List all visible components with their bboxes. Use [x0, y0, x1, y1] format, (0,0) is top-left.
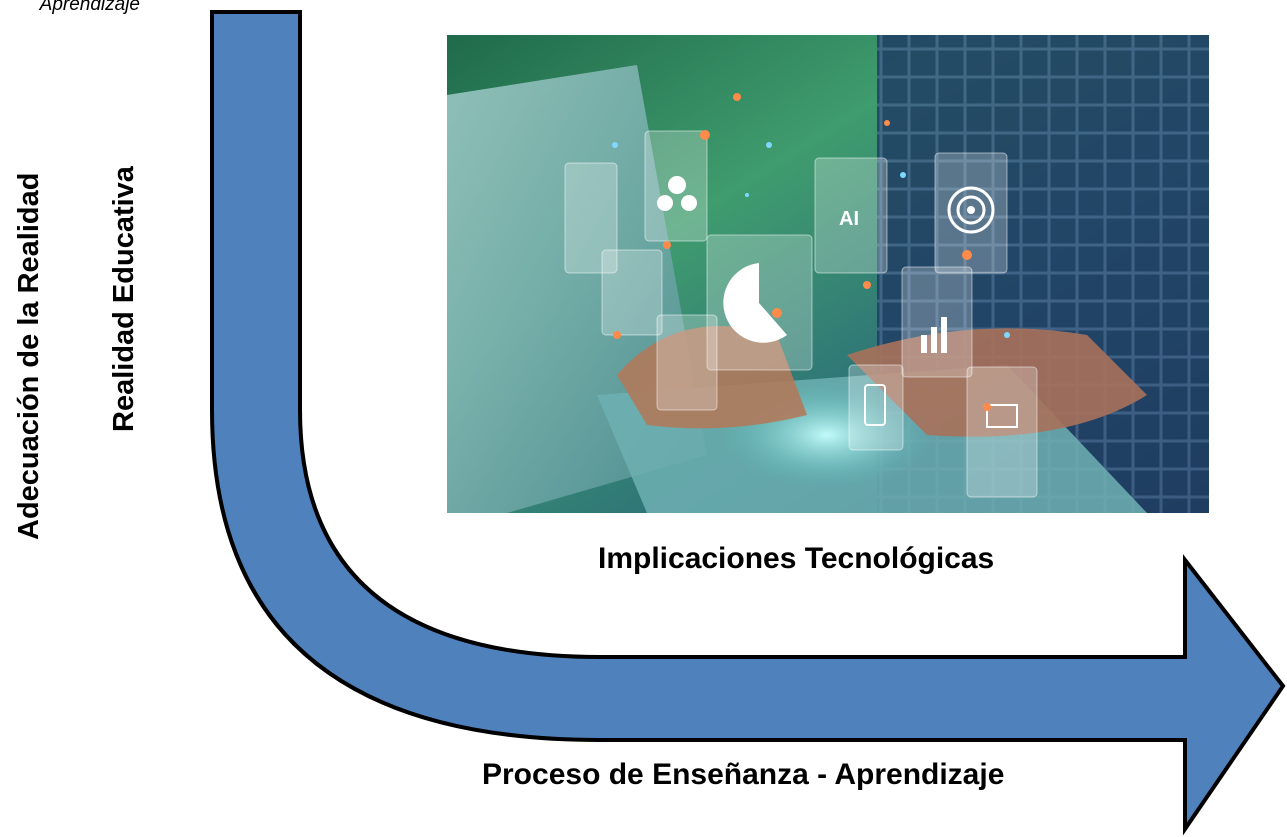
ai-icon-text: AI	[839, 208, 859, 230]
technology-photo: AI	[447, 35, 1209, 513]
chat-icon	[656, 314, 718, 411]
realidad-educativa-label: Realidad Educativa	[108, 166, 140, 432]
monitor-search-icon	[966, 366, 1038, 498]
implicaciones-tecnologicas-label: Implicaciones Tecnológicas	[598, 542, 995, 575]
ai-gear-icon	[814, 157, 888, 274]
proceso-ensenanza-label: Proceso de Enseñanza - Aprendizaje	[482, 758, 1005, 791]
pie-chart-icon	[706, 234, 813, 371]
curved-arrow-shape	[210, 10, 1286, 836]
phone-wifi-icon	[848, 364, 904, 451]
growth-chart-icon	[901, 266, 973, 378]
adecuacion-realidad-label: Adecuación de la Realidad	[13, 172, 45, 540]
pencil-ruler-icon	[564, 162, 618, 274]
megaphone-icon	[601, 249, 663, 336]
figure-caption-fragment: Aprendizaje	[39, 0, 140, 15]
